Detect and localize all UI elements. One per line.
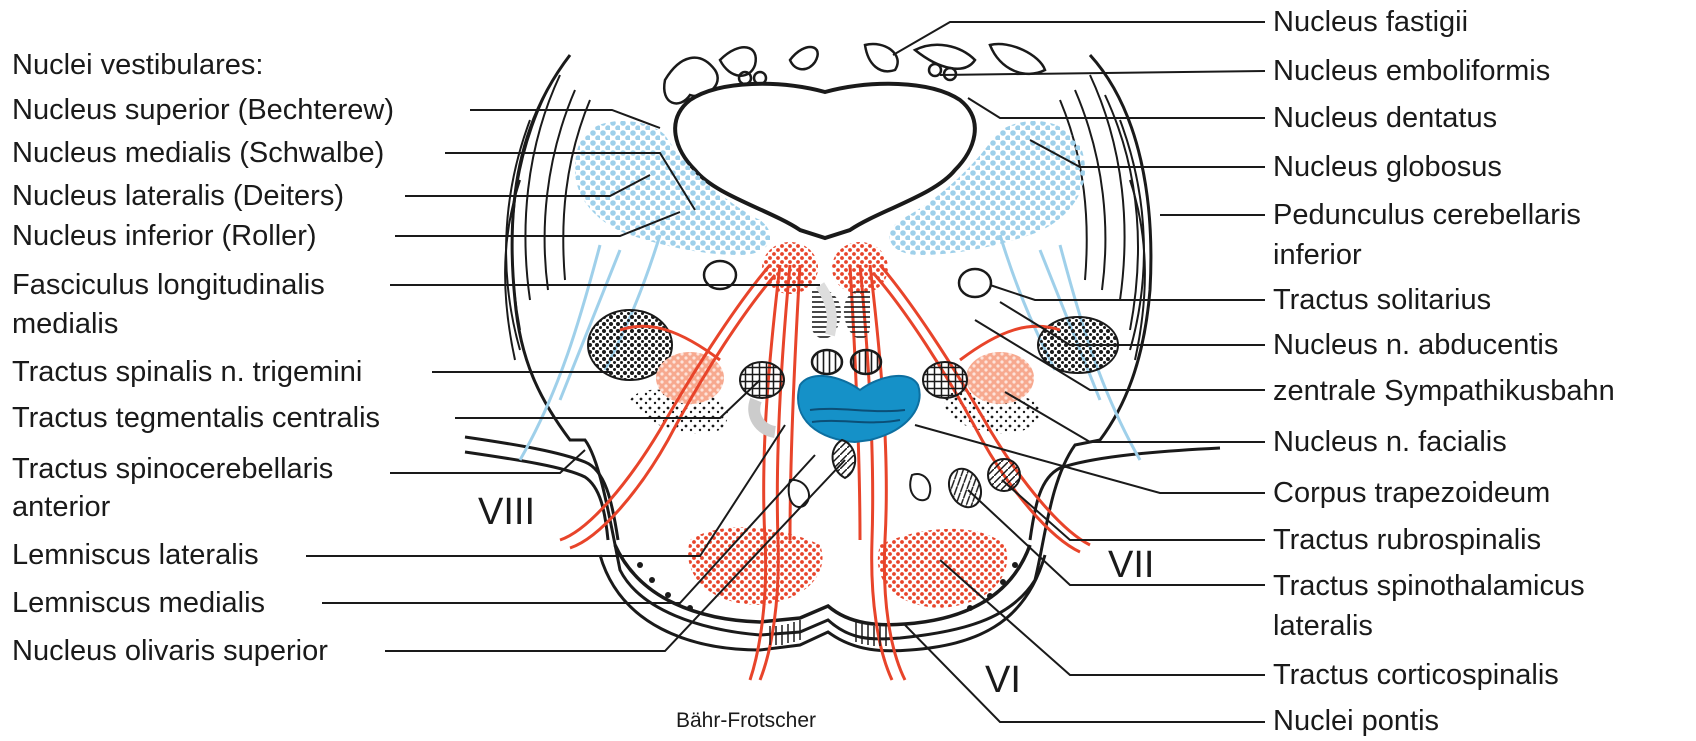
label-tractus-rubrospinalis: Tractus rubrospinalis (1273, 523, 1541, 557)
label-spinocerebellaris-line2: anterior (12, 490, 110, 524)
label-flm-line2: medialis (12, 307, 118, 341)
label-tractus-tegmentalis: Tractus tegmentalis centralis (12, 401, 380, 435)
label-nucleus-lateralis: Nucleus lateralis (Deiters) (12, 179, 344, 213)
label-nucleus-inferior: Nucleus inferior (Roller) (12, 219, 317, 253)
label-lemniscus-medialis: Lemniscus medialis (12, 586, 265, 620)
label-nucleus-olivaris: Nucleus olivaris superior (12, 634, 328, 668)
label-nucleus-fastigii: Nucleus fastigii (1273, 5, 1468, 39)
label-zentrale-sympathikusbahn: zentrale Sympathikusbahn (1273, 374, 1615, 408)
pontine-base-red (688, 527, 1007, 608)
label-nucleus-emboliformis: Nucleus emboliformis (1273, 54, 1550, 88)
label-spinocerebellaris-line1: Tractus spinocerebellaris (12, 452, 333, 486)
corpus-trapezoideum (798, 376, 920, 442)
label-spinothalamicus-line1: Tractus spinothalamicus (1273, 569, 1585, 603)
label-nuclei-vestibulares: Nuclei vestibulares: (12, 48, 263, 82)
label-tractus-spinalis-trigemini: Tractus spinalis n. trigemini (12, 355, 362, 389)
nerve-vii-label: VII (1108, 545, 1154, 585)
label-nucleus-facialis: Nucleus n. facialis (1273, 425, 1507, 459)
label-nucleus-superior: Nucleus superior (Bechterew) (12, 93, 394, 127)
label-tractus-corticospinalis: Tractus corticospinalis (1273, 658, 1559, 692)
label-flm-line1: Fasciculus longitudinalis (12, 268, 325, 302)
label-nucleus-abducentis: Nucleus n. abducentis (1273, 328, 1558, 362)
label-pedunculus-line2: inferior (1273, 238, 1362, 272)
label-nucleus-medialis: Nucleus medialis (Schwalbe) (12, 136, 384, 170)
nerve-vi-label: VI (985, 660, 1021, 700)
label-spinothalamicus-line2: lateralis (1273, 609, 1373, 643)
label-lemniscus-lateralis: Lemniscus lateralis (12, 538, 259, 572)
label-nucleus-dentatus: Nucleus dentatus (1273, 101, 1497, 135)
label-corpus-trapezoideum: Corpus trapezoideum (1273, 476, 1550, 510)
label-nuclei-pontis: Nuclei pontis (1273, 704, 1439, 738)
figure-credit: Bähr-Frotscher (676, 709, 816, 733)
label-nucleus-globosus: Nucleus globosus (1273, 150, 1502, 184)
label-tractus-solitarius: Tractus solitarius (1273, 283, 1491, 317)
label-pedunculus-line1: Pedunculus cerebellaris (1273, 198, 1581, 232)
nerve-viii-label: VIII (478, 492, 535, 532)
zentrale-sympathikusbahn (812, 285, 870, 339)
fasciculus-longitudinalis-medialis (812, 350, 881, 374)
